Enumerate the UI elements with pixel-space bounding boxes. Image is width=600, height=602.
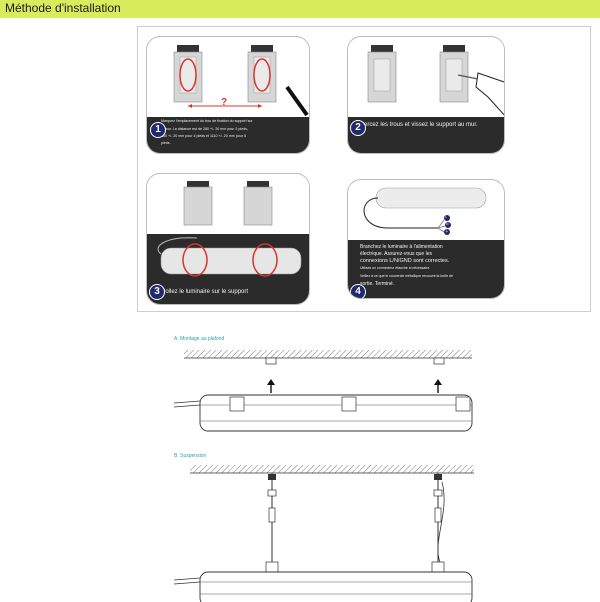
mount-illustration [147, 181, 309, 284]
wiring-illustration [363, 187, 487, 235]
distance-question-mark: ? [221, 97, 228, 108]
wire-label-gnd: ⏚ [445, 229, 449, 233]
bracket-illustration [173, 45, 309, 117]
step-3-caption-band: Collez le luminaire sur le support [147, 284, 309, 304]
step-2-caption-band: Percez les trous et vissez le support au… [348, 117, 504, 153]
wire-label-n: N [446, 222, 449, 226]
diagram-b-label: B. Suspension [174, 453, 207, 459]
wire-label-l: L [445, 215, 447, 219]
installation-steps-panel: ? Marquez l'emplacement du trou de fixat… [137, 26, 591, 312]
step-2-card: Percez les trous et vissez le support au… [347, 36, 505, 154]
step-2-badge: 2 [350, 120, 366, 136]
ceiling-mount-diagram [173, 350, 473, 432]
step-1-caption-band: Marquez l'emplacement du trou de fixatio… [147, 117, 309, 153]
step-4-badge: 4 [350, 284, 366, 298]
step-1-badge: 1 [150, 122, 166, 138]
suspension-diagram [173, 465, 474, 602]
step-3-badge: 3 [149, 284, 165, 300]
drill-illustration [367, 45, 504, 116]
step-4-caption-band: Branchez le luminaire à l'alimentation é… [348, 240, 504, 298]
section-title: Méthode d'installation [5, 1, 121, 15]
step-1-card: ? Marquez l'emplacement du trou de fixat… [146, 36, 310, 154]
step-3-card: Collez le luminaire sur le support 3 [146, 173, 310, 305]
diagram-a-label: A. Montage au plafond [174, 336, 225, 342]
section-header: Méthode d'installation [0, 0, 600, 18]
step-4-card: L N ⏚ Branchez le luminaire à l'alimenta… [347, 179, 505, 299]
